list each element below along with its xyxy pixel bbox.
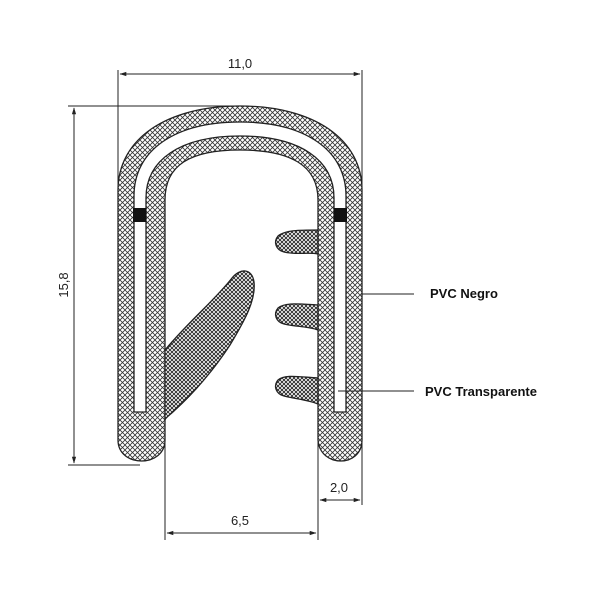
wall-dimension-text: 2,0 bbox=[330, 480, 348, 495]
clip-marker-left bbox=[133, 208, 146, 222]
right-fin-middle bbox=[274, 303, 319, 331]
height-dimension-text: 15,8 bbox=[56, 272, 71, 297]
right-fin-bottom bbox=[274, 375, 319, 405]
clip-marker-right bbox=[334, 208, 347, 222]
inner-material-label: PVC Transparente bbox=[425, 384, 537, 399]
right-fin-top bbox=[274, 229, 319, 255]
opening-dimension-text: 6,5 bbox=[231, 513, 249, 528]
outer-material-label: PVC Negro bbox=[430, 286, 498, 301]
outer-pvc-body bbox=[117, 105, 363, 462]
left-transparent-lip bbox=[164, 270, 255, 421]
width-dimension-text: 11,0 bbox=[228, 56, 252, 71]
metal-clip-insert bbox=[133, 121, 347, 413]
